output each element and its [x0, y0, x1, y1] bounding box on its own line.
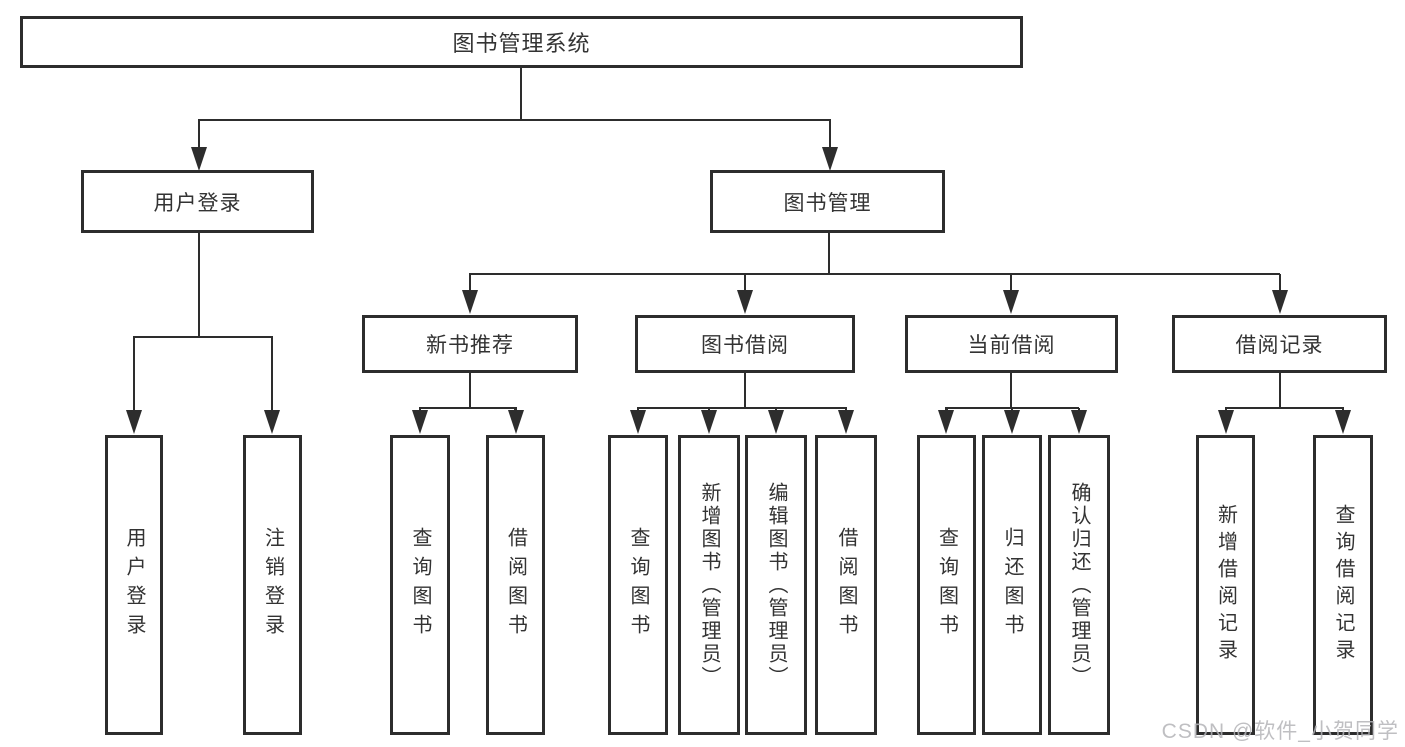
- node-return-books-label: 归还图书: [1001, 527, 1023, 643]
- connector-drop-book-management: [828, 120, 832, 150]
- connector-book-borrowing-bus: [636, 406, 847, 410]
- node-query-borrow-record-label: 查询借阅记录: [1332, 504, 1354, 666]
- arrow-to-book-management: [822, 147, 838, 171]
- node-logout: 注销登录: [243, 435, 302, 735]
- node-new-book-recommendation-label: 新书推荐: [426, 334, 514, 357]
- node-query-books-2: 查询图书: [608, 435, 668, 735]
- node-confirm-return-admin-label: 确认归还（管理员）: [1068, 481, 1090, 689]
- node-root: 图书管理系统: [20, 16, 1023, 68]
- arrow-to-add-record: [1218, 410, 1234, 434]
- node-borrow-books-1-label: 借阅图书: [504, 527, 527, 643]
- node-borrowing-records-label: 借阅记录: [1235, 334, 1324, 357]
- node-logout-label: 注销登录: [261, 527, 284, 643]
- arrow-to-edit-books: [768, 410, 784, 434]
- arrow-to-query-books-1: [412, 410, 428, 434]
- node-add-borrow-record-label: 新增借阅记录: [1214, 504, 1237, 666]
- node-return-books: 归还图书: [982, 435, 1042, 735]
- connector-new-book-bus: [418, 406, 517, 410]
- arrow-to-borrow-books-2: [838, 410, 854, 434]
- arrow-to-logout-leaf: [264, 410, 280, 434]
- node-edit-books-admin: 编辑图书（管理员）: [745, 435, 807, 735]
- connector-drop-book-borrowing: [743, 274, 747, 292]
- connector-user-login-stem: [197, 233, 201, 337]
- node-new-book-recommendation: 新书推荐: [362, 315, 578, 373]
- node-book-management-label: 图书管理: [783, 191, 872, 215]
- node-query-books-2-label: 查询图书: [627, 527, 649, 643]
- node-edit-books-admin-label: 编辑图书（管理员）: [765, 481, 787, 689]
- connector-book-management-bus: [469, 272, 1280, 276]
- arrow-to-add-books: [701, 410, 717, 434]
- arrow-to-confirm-return: [1071, 410, 1087, 434]
- node-query-books-3-label: 查询图书: [935, 527, 958, 643]
- arrow-to-borrowing-records: [1272, 290, 1288, 314]
- node-book-management: 图书管理: [710, 170, 945, 233]
- connector-borrowing-records-bus: [1224, 406, 1344, 410]
- connector-drop-borrowing-records: [1278, 274, 1282, 292]
- connector-root-bus: [198, 118, 831, 122]
- node-user-login: 用户登录: [81, 170, 314, 233]
- connector-drop-user-login: [197, 120, 201, 150]
- node-user-login-leaf: 用户登录: [105, 435, 163, 735]
- node-query-books-1: 查询图书: [390, 435, 450, 735]
- arrow-to-query-record: [1335, 410, 1351, 434]
- node-book-borrowing-label: 图书借阅: [701, 334, 789, 357]
- arrow-to-return-books: [1004, 410, 1020, 434]
- connector-borrowing-records-stem: [1278, 373, 1282, 408]
- node-book-borrowing: 图书借阅: [635, 315, 855, 373]
- node-root-label: 图书管理系统: [452, 31, 591, 56]
- arrow-to-current-borrowing: [1003, 290, 1019, 314]
- connector-current-borrowing-stem: [1009, 373, 1013, 408]
- node-add-books-admin: 新增图书（管理员）: [678, 435, 740, 735]
- node-borrow-books-2: 借阅图书: [815, 435, 877, 735]
- arrow-to-new-book: [462, 290, 478, 314]
- arrow-to-login-leaf: [126, 410, 142, 434]
- connector-root-stem: [519, 68, 523, 120]
- arrow-to-query-books-3: [938, 410, 954, 434]
- node-query-borrow-record: 查询借阅记录: [1313, 435, 1373, 735]
- connector-new-book-stem: [468, 373, 472, 408]
- connector-drop-new-book: [468, 274, 472, 292]
- arrow-to-query-books-2: [630, 410, 646, 434]
- node-borrowing-records: 借阅记录: [1172, 315, 1387, 373]
- node-query-books-3: 查询图书: [917, 435, 976, 735]
- connector-drop-current-borrowing: [1009, 274, 1013, 292]
- connector-user-login-bus: [132, 335, 273, 339]
- connector-drop-login-leaf: [132, 337, 136, 411]
- node-query-books-1-label: 查询图书: [409, 527, 431, 643]
- arrow-to-user-login: [191, 147, 207, 171]
- node-borrow-books-1: 借阅图书: [486, 435, 545, 735]
- node-user-login-leaf-label: 用户登录: [123, 527, 145, 643]
- node-add-borrow-record: 新增借阅记录: [1196, 435, 1255, 735]
- connector-drop-logout-leaf: [270, 337, 274, 411]
- node-borrow-books-2-label: 借阅图书: [835, 527, 857, 643]
- connector-book-borrowing-stem: [743, 373, 747, 408]
- arrow-to-book-borrowing: [737, 290, 753, 314]
- node-confirm-return-admin: 确认归还（管理员）: [1048, 435, 1110, 735]
- node-current-borrowing-label: 当前借阅: [967, 334, 1056, 357]
- node-current-borrowing: 当前借阅: [905, 315, 1118, 373]
- node-user-login-label: 用户登录: [153, 191, 242, 215]
- connector-book-management-stem: [827, 233, 831, 274]
- arrow-to-borrow-books-1: [507, 410, 524, 434]
- node-add-books-admin-label: 新增图书（管理员）: [698, 481, 720, 689]
